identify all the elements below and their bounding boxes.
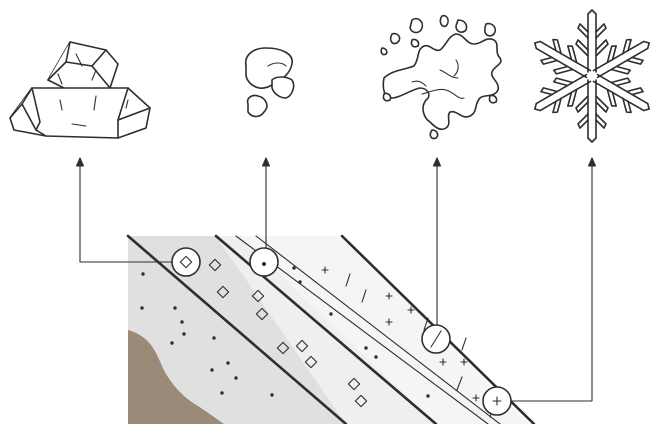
callout-circle-ice xyxy=(172,248,200,276)
grains-icon xyxy=(246,48,294,117)
dendrite-crystal-icon xyxy=(381,16,501,139)
ice-crystals-icon xyxy=(10,42,150,138)
snowflake-icon xyxy=(527,10,650,142)
snowpack-cross-section xyxy=(128,236,534,424)
